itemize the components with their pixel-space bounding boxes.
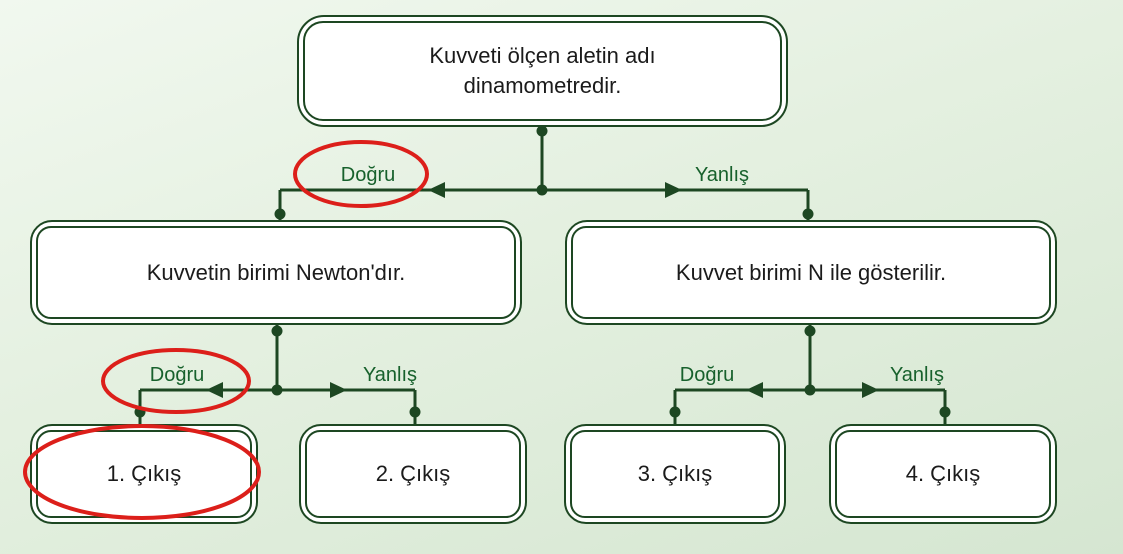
node-exit-1: 1. Çıkış	[30, 424, 258, 524]
edge-label-yanlis-right: Yanlış	[889, 364, 945, 386]
node-root: Kuvveti ölçen aletin adı dinamometredir.	[297, 15, 788, 127]
node-root-text: Kuvveti ölçen aletin adı dinamometredir.	[429, 43, 656, 98]
node-right-body: Kuvvet birimi N ile gösterilir.	[571, 226, 1051, 319]
junction-dot-exit3	[669, 406, 681, 418]
node-right-text: Kuvvet birimi N ile gösterilir.	[675, 259, 947, 285]
node-exit-4-body: 4. Çıkış	[835, 430, 1051, 518]
junction-dot-right-box-top	[802, 208, 814, 220]
node-exit-1-text: 1. Çıkış	[106, 461, 182, 487]
node-exit-3-text: 3. Çıkış	[637, 461, 713, 487]
node-exit-2-body: 2. Çıkış	[305, 430, 521, 518]
node-left-body: Kuvvetin birimi Newton'dır.	[36, 226, 516, 319]
arrow-yanlis-left	[330, 382, 347, 398]
node-exit-4-text: 4. Çıkış	[905, 461, 981, 487]
node-left-text: Kuvvetin birimi Newton'dır.	[146, 259, 406, 285]
arrow-dogru-left	[206, 382, 223, 398]
arrow-dogru-top	[428, 182, 445, 198]
node-exit-1-body: 1. Çıkış	[36, 430, 252, 518]
junction-dot-top-center	[536, 184, 548, 196]
edge-label-dogru-top: Doğru	[340, 164, 396, 186]
edge-label-yanlis-left: Yanlış	[362, 364, 418, 386]
arrow-yanlis-right	[862, 382, 879, 398]
junction-dot-right-split	[804, 384, 816, 396]
junction-dot-left-box-bottom	[271, 325, 283, 337]
node-exit-2-text: 2. Çıkış	[375, 461, 451, 487]
edge-label-yanlis-top: Yanlış	[694, 164, 750, 186]
node-right: Kuvvet birimi N ile gösterilir.	[565, 220, 1057, 325]
junction-dot-exit4	[939, 406, 951, 418]
node-left: Kuvvetin birimi Newton'dır.	[30, 220, 522, 325]
edge-label-dogru-right: Doğru	[679, 364, 735, 386]
junction-dot-right-box-bottom	[804, 325, 816, 337]
junction-dot-exit1	[134, 406, 146, 418]
junction-dot-exit2	[409, 406, 421, 418]
node-root-body: Kuvveti ölçen aletin adı dinamometredir.	[303, 21, 782, 121]
arrow-dogru-right	[746, 382, 763, 398]
junction-dot-root	[536, 125, 548, 137]
arrow-yanlis-top	[665, 182, 682, 198]
node-exit-3: 3. Çıkış	[564, 424, 786, 524]
node-exit-2: 2. Çıkış	[299, 424, 527, 524]
node-exit-3-body: 3. Çıkış	[570, 430, 780, 518]
node-exit-4: 4. Çıkış	[829, 424, 1057, 524]
edge-label-dogru-left: Doğru	[149, 364, 205, 386]
junction-dot-left-split	[271, 384, 283, 396]
junction-dot-left-box-top	[274, 208, 286, 220]
